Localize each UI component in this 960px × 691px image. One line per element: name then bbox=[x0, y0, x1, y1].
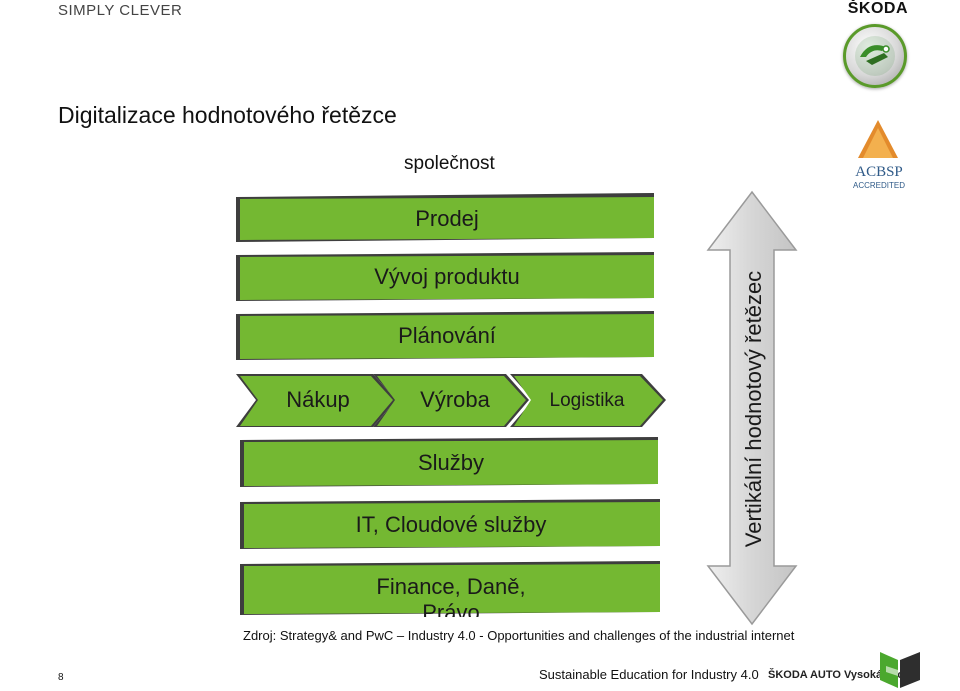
chevron-logistika bbox=[510, 374, 666, 427]
chevron-label-vyroba: Výroba bbox=[420, 387, 490, 412]
skoda-auto-vysoka-skola-logo: ŠKODA AUTO Vysoká škola bbox=[768, 669, 914, 681]
chevron-label-nakup: Nákup bbox=[286, 387, 350, 412]
chevron-label-logistika: Logistika bbox=[549, 390, 625, 411]
band-sluzby bbox=[240, 437, 658, 487]
band-it-cloud bbox=[240, 499, 660, 549]
slide-title: Digitalizace hodnotového řetězce bbox=[58, 102, 397, 128]
band-label-vyvoj: Vývoj produktu bbox=[374, 264, 520, 289]
skoda-wordmark: ŠKODA bbox=[847, 0, 908, 17]
band-label-sluzby: Služby bbox=[417, 450, 485, 475]
acbsp-accredited-logo: ACBSP ACCREDITED bbox=[849, 120, 909, 190]
band-label-finance: Finance, Daně, Právo bbox=[376, 574, 526, 617]
band-clip-finance: Finance, Daně, Právo bbox=[244, 564, 658, 617]
page-number: 8 bbox=[58, 672, 64, 683]
skoda-logo-icon bbox=[843, 24, 907, 88]
band-label-it: IT, Cloudové služby bbox=[355, 512, 547, 537]
source-note: Zdroj: Strategy& and PwC – Industry 4.0 … bbox=[243, 628, 795, 643]
vertical-arrow-label: Vertikální hodnotový řetězec bbox=[741, 270, 766, 548]
chevron-nakup bbox=[236, 374, 396, 427]
simply-clever-tagline: SIMPLY CLEVER bbox=[58, 2, 183, 19]
band-prodej bbox=[236, 193, 654, 242]
band-finance bbox=[240, 561, 660, 615]
footer-tagline: Sustainable Education for Industry 4.0 bbox=[539, 667, 759, 682]
band-clip-it: IT, Cloudové služby bbox=[244, 502, 658, 546]
accredited-text: ACCREDITED bbox=[853, 181, 905, 190]
band-planovani bbox=[236, 311, 654, 360]
company-label: společnost bbox=[404, 153, 495, 174]
band-label-prodej: Prodej bbox=[415, 206, 479, 231]
acbsp-text: ACBSP bbox=[855, 164, 903, 180]
school-emblem-icon bbox=[880, 652, 920, 688]
band-label-planovani: Plánování bbox=[398, 323, 496, 348]
band-vyvoj-produktu bbox=[236, 252, 654, 301]
chevron-vyroba bbox=[373, 374, 529, 427]
vertical-double-arrow bbox=[706, 190, 798, 626]
